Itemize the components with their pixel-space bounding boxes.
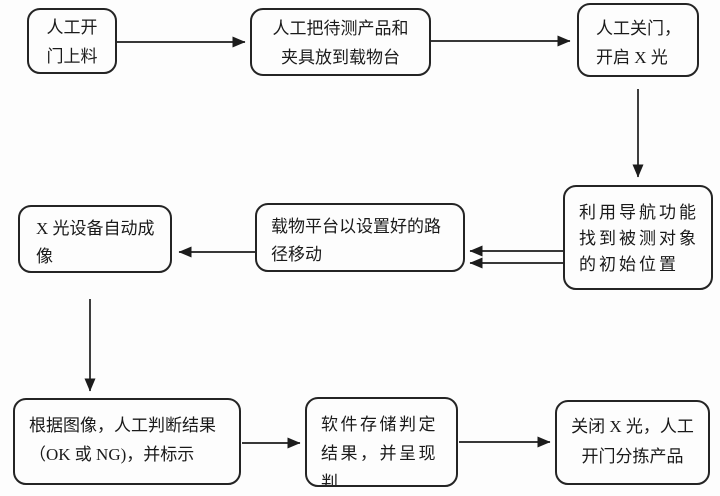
flow-node-place-product: 人工把待测产品和 夹具放到载物台 — [250, 8, 431, 76]
flow-node-xray-auto-imaging: X 光设备自动成 像 — [18, 205, 172, 273]
flow-node-software-store-result: 软件存储判定 结果，并呈现判 定结果图 — [305, 397, 458, 487]
flow-node-close-door-xray-on: 人工关门， 开启 X 光 — [577, 3, 699, 77]
flow-node-navigate-position: 利用导航功能 找到被测对象 的初始位置 — [563, 185, 713, 290]
flow-node-platform-move: 载物平台以设置好的路 径移动 — [255, 203, 465, 272]
flow-node-xray-off-sort: 关闭 X 光，人工 开门分拣产品 — [555, 400, 710, 485]
flow-node-open-door-load: 人工开 门上料 — [27, 8, 117, 74]
flow-node-manual-judge-result: 根据图像，人工判断结果 （OK 或 NG)，并标示 — [13, 398, 241, 485]
